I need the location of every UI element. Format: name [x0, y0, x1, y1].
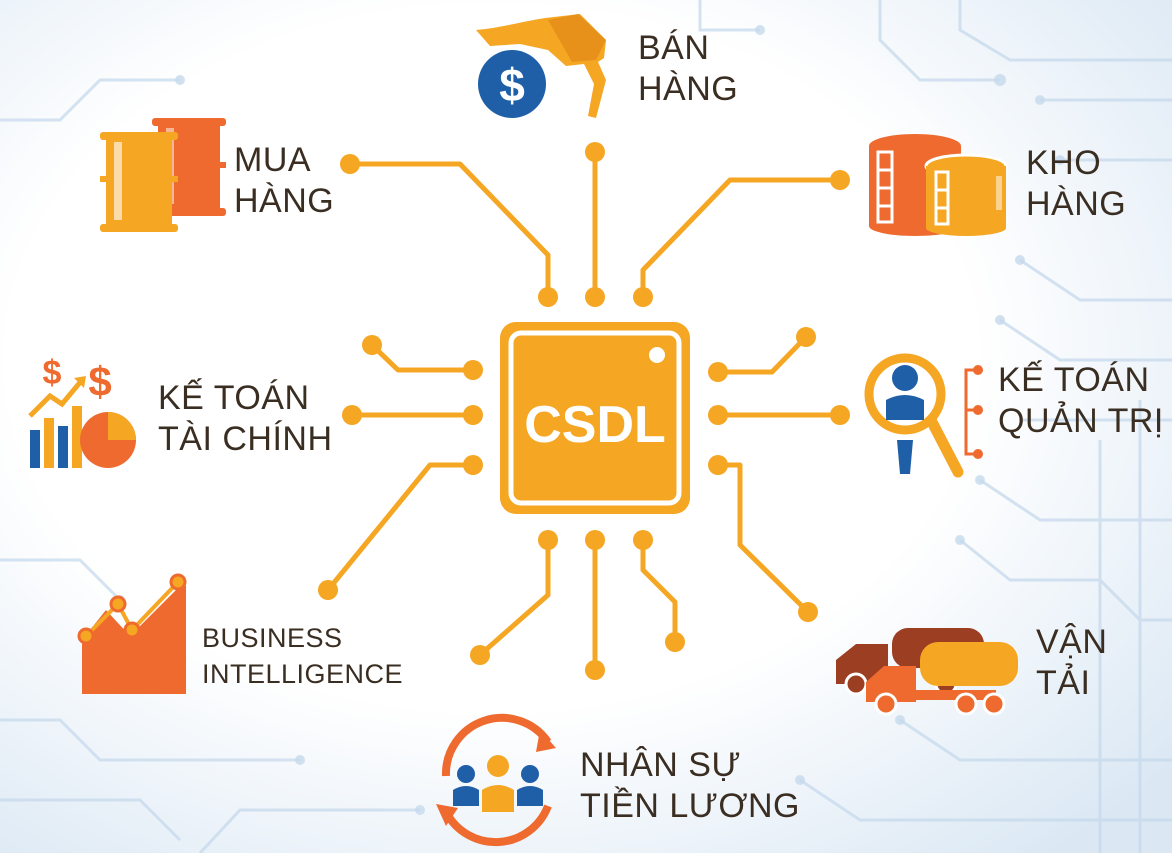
- label-line: QUẢN TRỊ: [998, 402, 1164, 441]
- label-line: INTELLIGENCE: [202, 659, 404, 690]
- label-line: BÁN: [638, 29, 710, 67]
- module-label-kho-hang: KHO HÀNG: [1026, 143, 1126, 226]
- label-line: HÀNG: [1026, 185, 1127, 224]
- people-cycle-icon: [436, 713, 556, 847]
- magnifier-person-icon: [864, 353, 983, 478]
- svg-text:$: $: [43, 354, 62, 392]
- label-line: HÀNG: [234, 182, 335, 221]
- csdl-chip: CSDL: [500, 322, 690, 514]
- module-label-ke-toan-tai-chinh: KẾ TOÁN TÀI CHÍNH: [158, 378, 333, 461]
- oil-barrels-icon: [100, 118, 226, 232]
- svg-text:$: $: [88, 358, 111, 405]
- label-line: KẾ TOÁN: [158, 379, 310, 417]
- tanker-trucks-icon: [836, 628, 1018, 716]
- label-line: KẾ TOÁN: [998, 361, 1150, 399]
- label-line: TIỀN LƯƠNG: [580, 787, 800, 826]
- label-line: HÀNG: [638, 70, 739, 109]
- module-label-ban-hang: BÁN HÀNG: [638, 28, 738, 111]
- label-line: VẬN: [1036, 623, 1108, 661]
- module-label-ke-toan-quan-tri: KẾ TOÁN QUẢN TRỊ: [998, 360, 1164, 443]
- label-line: TÀI CHÍNH: [158, 420, 333, 459]
- growth-chart-icon: [77, 573, 187, 694]
- storage-tanks-icon: [869, 134, 1008, 236]
- circuit-traces: [325, 149, 843, 673]
- svg-text:$: $: [499, 59, 525, 111]
- finance-chart-icon: $ $: [28, 354, 136, 468]
- label-line: NHÂN SỰ: [580, 746, 741, 784]
- label-line: BUSINESS: [202, 623, 343, 653]
- fuel-nozzle-dollar-icon: $: [476, 14, 606, 118]
- module-label-nhan-su-tien-luong: NHÂN SỰ TIỀN LƯƠNG: [580, 745, 800, 828]
- csdl-label: CSDL: [524, 396, 666, 454]
- module-label-mua-hang: MUA HÀNG: [234, 140, 334, 223]
- circuit-background-dots: [115, 25, 1065, 815]
- label-line: MUA: [234, 141, 312, 179]
- label-line: KHO: [1026, 144, 1102, 182]
- module-label-van-tai: VẬN TẢI: [1036, 622, 1107, 705]
- module-label-business-intelligence: BUSINESS INTELLIGENCE: [202, 620, 403, 693]
- circuit-nodes: [318, 142, 850, 680]
- label-line: TẢI: [1036, 664, 1091, 703]
